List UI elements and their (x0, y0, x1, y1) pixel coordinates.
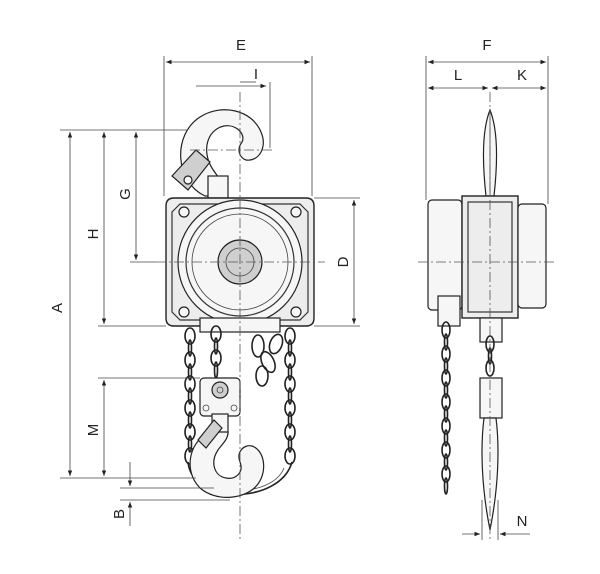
chain-link (441, 345, 451, 363)
chain-link (441, 321, 451, 339)
chain-link (213, 337, 219, 355)
dimension-label-f: F (482, 37, 491, 54)
chain-link (184, 375, 196, 393)
chain-link (284, 351, 296, 369)
hook-safety-latch (197, 419, 223, 449)
slack-chain (251, 333, 284, 387)
dimension-label-i: I (254, 66, 258, 83)
chain-link (443, 405, 449, 423)
chain-link (443, 453, 449, 471)
dimension-label-k: K (517, 67, 527, 84)
dimension-label-m: M (85, 424, 102, 437)
bolt-icon (290, 206, 302, 218)
chain-link (441, 393, 451, 411)
chain-link (187, 387, 193, 405)
chain-link (187, 411, 193, 429)
bolt-icon (290, 306, 302, 318)
chain-link (441, 441, 451, 459)
chain-link (184, 399, 196, 417)
chain-link (287, 339, 293, 357)
hand-chain-left (184, 327, 196, 465)
chain-link (287, 411, 293, 429)
chain-link (287, 363, 293, 381)
dimension-label-d: D (335, 256, 352, 267)
side-view (418, 92, 556, 540)
hand-chain-right (284, 327, 296, 465)
chain-link (187, 435, 193, 453)
dimension-lines (60, 56, 549, 540)
dimension-label-b: B (111, 509, 128, 519)
chain-link (441, 465, 451, 483)
side-hand-chain (441, 321, 451, 495)
dimension-label-l: L (454, 67, 462, 84)
chain-link (443, 381, 449, 399)
gear-cover (517, 203, 547, 309)
chain-link (284, 375, 296, 393)
dimension-label-a: A (49, 303, 66, 313)
chain-link (210, 349, 222, 367)
load-chain (210, 325, 222, 379)
bolt-icon (178, 306, 190, 318)
bottom-hook-block (199, 377, 241, 417)
hook-safety-latch (171, 149, 211, 191)
chain-link (284, 423, 296, 441)
chain-link (184, 351, 196, 369)
dimension-label-h: H (85, 229, 102, 240)
chain-link (443, 477, 449, 495)
front-view (156, 92, 325, 540)
chain-link (210, 325, 222, 343)
chain-link (187, 363, 193, 381)
chain-link (443, 333, 449, 351)
dimension-label-n: N (517, 513, 528, 530)
chain-link (187, 339, 193, 357)
bolt-icon (178, 206, 190, 218)
chain-link (441, 417, 451, 435)
bottom-hook (189, 413, 265, 498)
chain-link (287, 387, 293, 405)
dimension-label-e: E (236, 37, 246, 54)
chain-link (287, 435, 293, 453)
chain-link (213, 361, 219, 379)
hand-wheel-cover (427, 199, 463, 311)
chain-link (184, 327, 196, 345)
chain-link (443, 429, 449, 447)
chain-link (284, 327, 296, 345)
chain-link (184, 423, 196, 441)
chain-link (284, 447, 296, 465)
dimension-label-g: G (117, 188, 134, 200)
chain-link (284, 399, 296, 417)
top-hook (171, 109, 264, 199)
dimension-labels: E I F L K A H G D M B N (49, 37, 527, 530)
chain-link (443, 357, 449, 375)
chain-link (441, 369, 451, 387)
